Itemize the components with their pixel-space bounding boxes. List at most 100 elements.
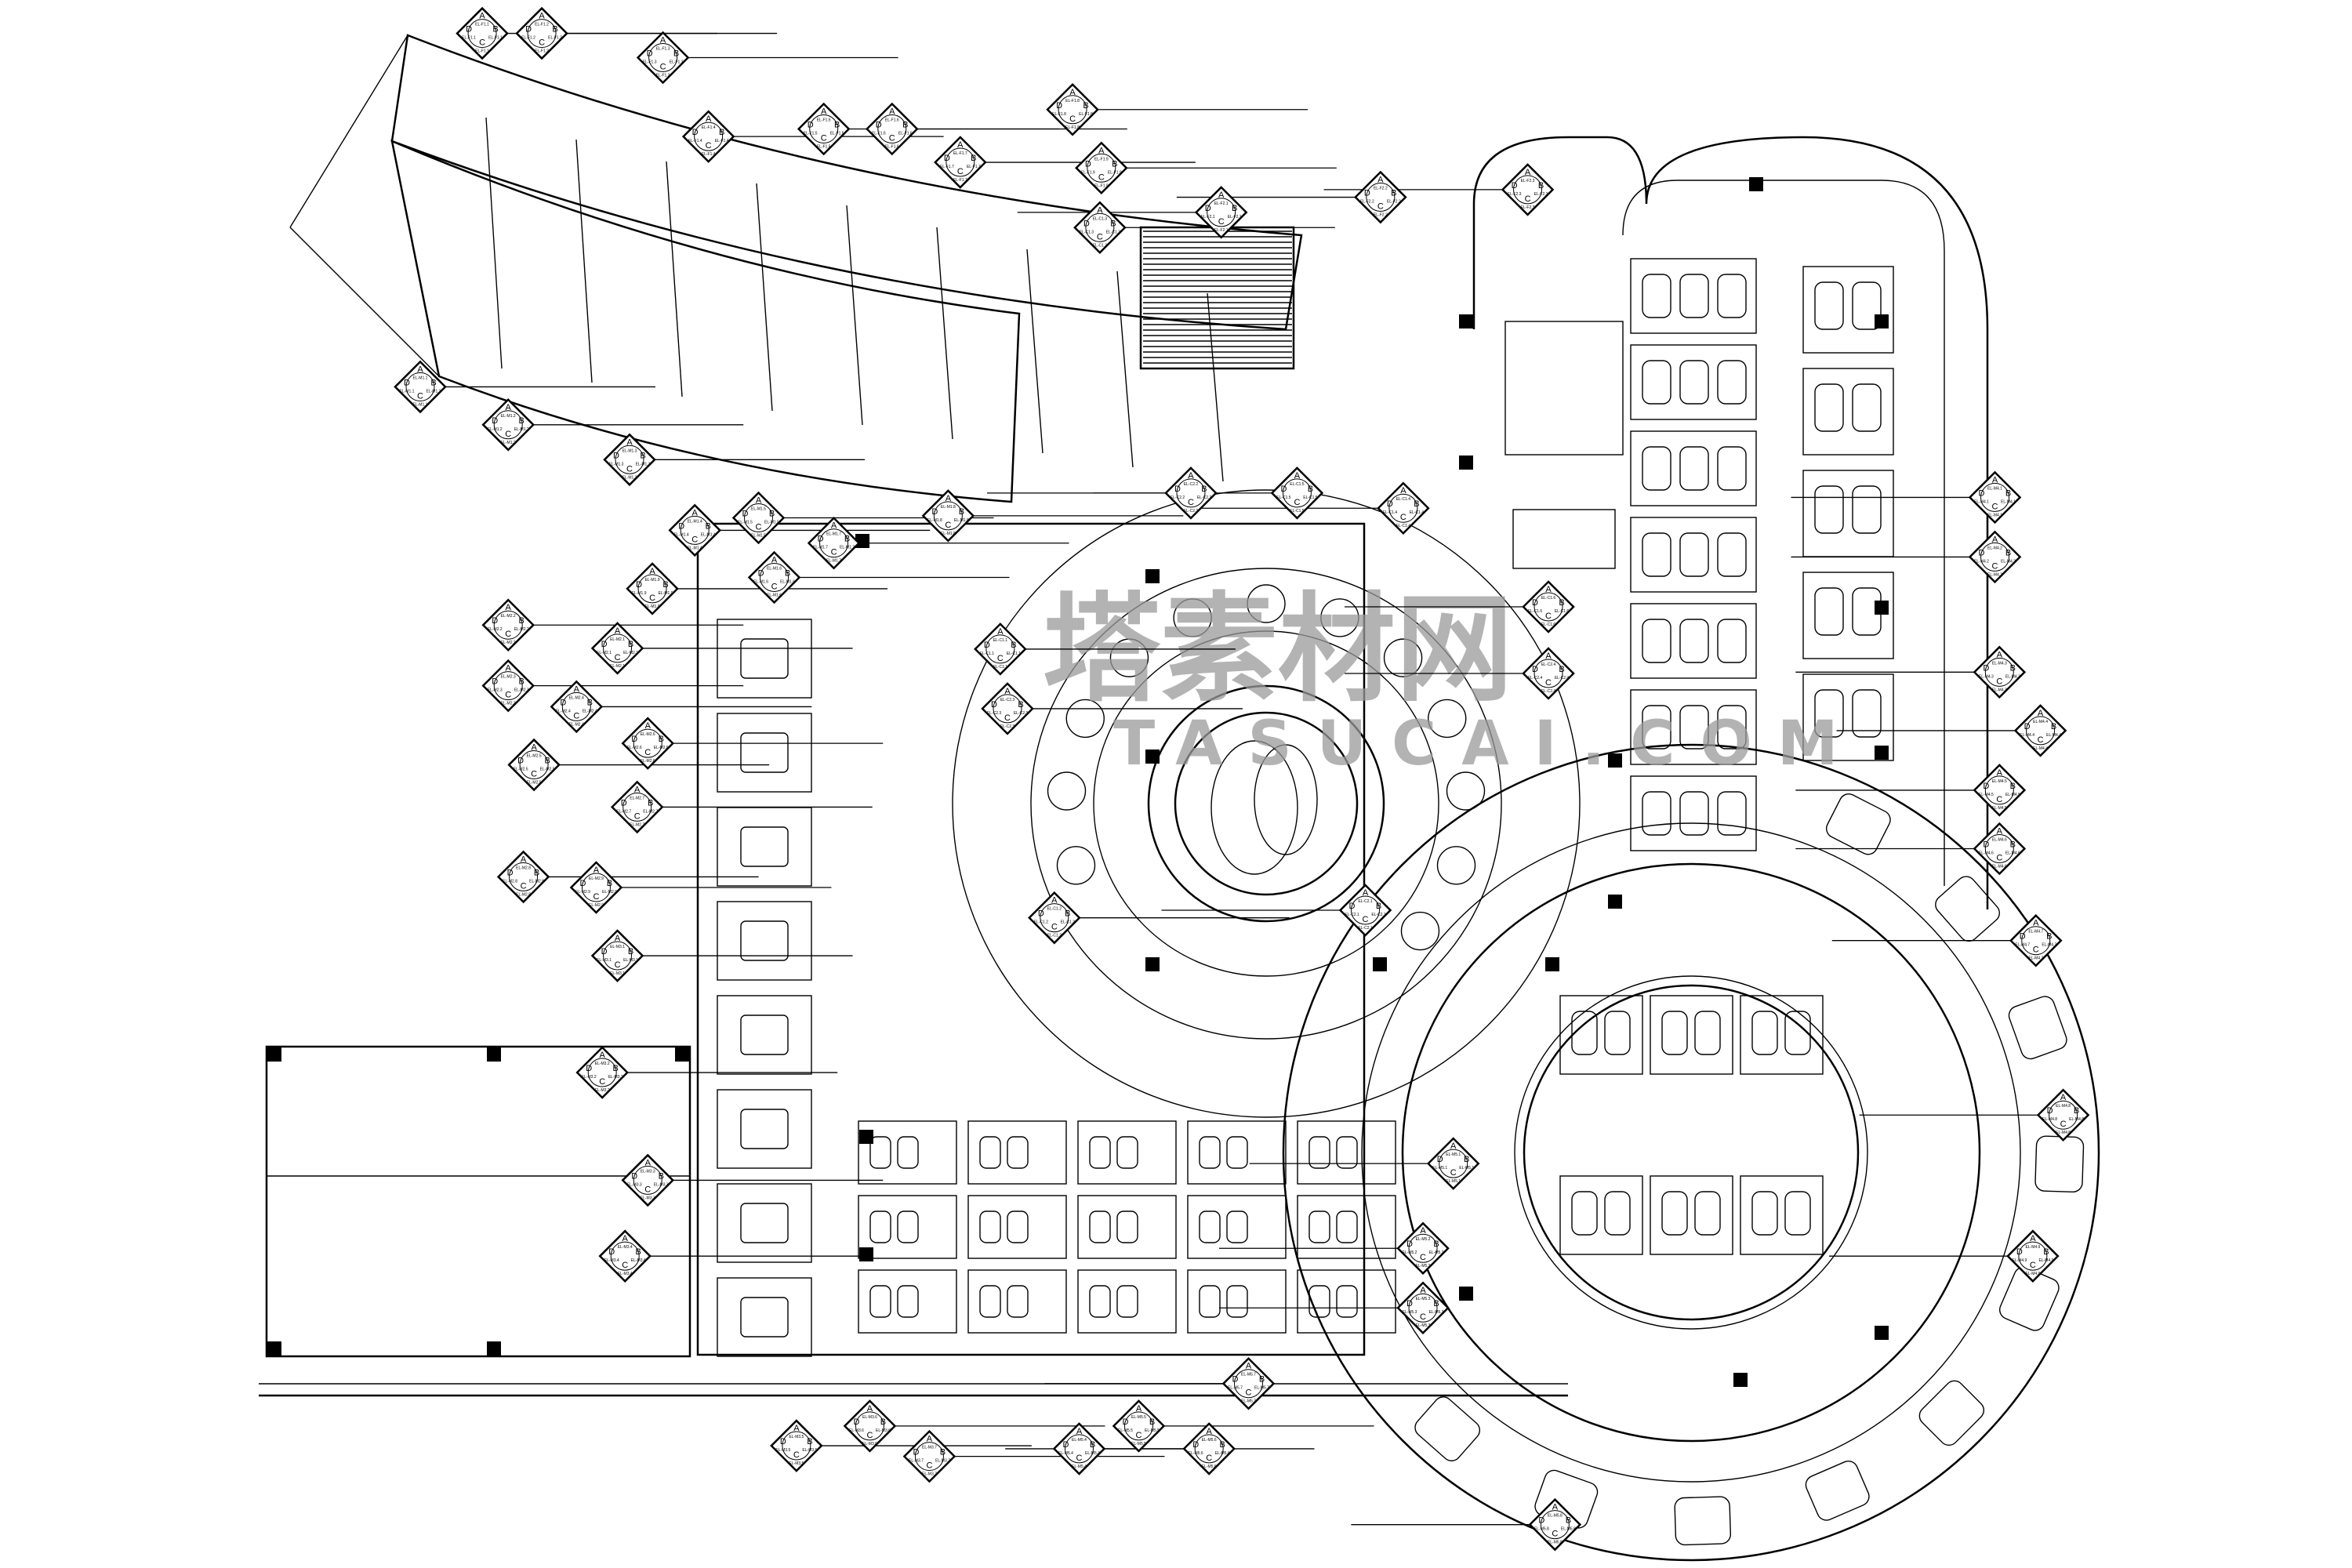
tag-letter: A: [2060, 1093, 2067, 1102]
tag-letter: D: [678, 521, 684, 531]
tag-letter: A: [1545, 585, 1552, 594]
partition-wall: [1026, 249, 1044, 454]
tag-code: EL-F1.2: [535, 23, 549, 27]
tag-code: EL-C1.5: [1290, 482, 1305, 487]
tag-letter: D: [991, 700, 997, 710]
tag-letter: D: [1349, 902, 1356, 911]
tag-code: EL-M5.2: [1416, 1237, 1431, 1242]
tag-code: EL-M1.9: [645, 604, 660, 609]
tag-code: EL-M3.3: [654, 1182, 669, 1187]
tag-code: EL-F1.2: [548, 36, 562, 41]
tag-code: EL-M4.9: [2012, 1258, 2027, 1263]
tag-letter: C: [599, 1077, 605, 1087]
tag-letter: C: [2030, 1261, 2036, 1270]
tag-code: EL-M3.5: [789, 1435, 804, 1439]
tag-letter: C: [1996, 854, 2002, 863]
tag-letter: A: [1076, 1427, 1083, 1436]
tag-code: EL-M2.3: [488, 688, 503, 693]
tag-letter: A: [645, 721, 652, 731]
tag-code: EL-M4.8: [2069, 1117, 2084, 1122]
tag-letter: A: [479, 12, 485, 21]
structural-column: [1608, 895, 1622, 909]
spa-chair: [1089, 1136, 1111, 1169]
tag-letter: D: [579, 879, 586, 888]
tag-letter: C: [479, 38, 485, 48]
elevation-tag-diamond: [1377, 481, 1430, 535]
tag-letter: B: [2010, 840, 2016, 850]
tag-code: EL-M2.3: [501, 702, 516, 706]
tag-code: EL-M4.7: [2028, 930, 2043, 935]
partition-wall: [1207, 292, 1224, 482]
elevation-tag-diamond: [636, 31, 690, 85]
tag-code: EL-M5.4: [1072, 1465, 1087, 1469]
tag-letter: C: [505, 630, 511, 639]
elevation-tag-diamond: [1182, 1422, 1236, 1475]
structural-column: [1749, 177, 1763, 191]
tag-code: EL-C1.6: [1541, 596, 1556, 601]
elevation-tag-diamond: [603, 433, 656, 487]
spa-chair: [1007, 1285, 1029, 1318]
tag-letter: D: [692, 128, 699, 137]
tag-letter: A: [957, 140, 964, 150]
tag-code: EL-C2.1: [1358, 899, 1373, 904]
tag-code: EL-F1.8: [1065, 125, 1080, 130]
tag-code: EL-M1.8: [927, 518, 942, 523]
tag-letter: B: [2010, 782, 2016, 791]
tag-code: EL-M4.4: [2046, 733, 2061, 738]
tag-code: EL-M1.1: [426, 389, 441, 394]
tag-code: EL-M5.3: [1429, 1310, 1444, 1315]
lounge-seat: [1047, 771, 1087, 811]
massage-chair: [1679, 532, 1709, 577]
tag-letter: C: [1420, 1253, 1426, 1262]
spa-chair: [1336, 1136, 1358, 1169]
tag-letter: B: [1566, 1516, 1571, 1526]
massage-chair: [1784, 1011, 1811, 1055]
partition-wall: [666, 161, 683, 397]
spa-chair: [897, 1210, 919, 1243]
massage-chair: [1642, 705, 1671, 750]
tag-code: EL-M5.8: [1561, 1527, 1576, 1532]
elevation-tag-circle: [581, 873, 611, 902]
tag-letter: D: [1280, 485, 1287, 494]
tag-letter: D: [2024, 722, 2031, 731]
tag-code: EL-F1.8: [1052, 112, 1066, 117]
tag-letter: A: [615, 626, 621, 636]
tag-letter: C: [644, 1185, 651, 1194]
massage-chair: [1717, 791, 1747, 836]
massage-chair: [1694, 1191, 1721, 1236]
massage-chair: [1694, 1011, 1721, 1055]
tag-code: EL-M2.5: [514, 768, 528, 772]
tag-code: EL-M1.8: [941, 532, 956, 536]
lounge-seat: [1320, 598, 1359, 637]
tag-code: EL-F1.5: [804, 131, 818, 136]
tag-code: EL-M5.7: [1228, 1386, 1243, 1391]
tag-letter: D: [613, 451, 619, 460]
massage-chair: [1852, 485, 1882, 534]
tag-letter: C: [644, 748, 651, 757]
tag-code: EL-M3.3: [627, 1182, 642, 1187]
massage-bed: [740, 638, 789, 679]
treatment-room: [717, 1183, 812, 1263]
tag-letter: D: [1364, 189, 1370, 198]
tag-letter: C: [831, 548, 837, 557]
tag-code: EL-C1.2: [1061, 920, 1076, 925]
tag-letter: A: [600, 1051, 606, 1060]
room-block: [1504, 321, 1624, 456]
partition-wall: [485, 117, 503, 369]
partition-wall: [1116, 270, 1134, 468]
tag-letter: B: [1110, 219, 1116, 228]
tag-code: EL-M5.4: [1072, 1438, 1087, 1443]
tag-letter: C: [539, 38, 545, 48]
tag-letter: B: [785, 569, 790, 579]
elevation-tag-diamond: [515, 6, 568, 60]
tag-code: EL-M5.1: [1432, 1166, 1447, 1171]
